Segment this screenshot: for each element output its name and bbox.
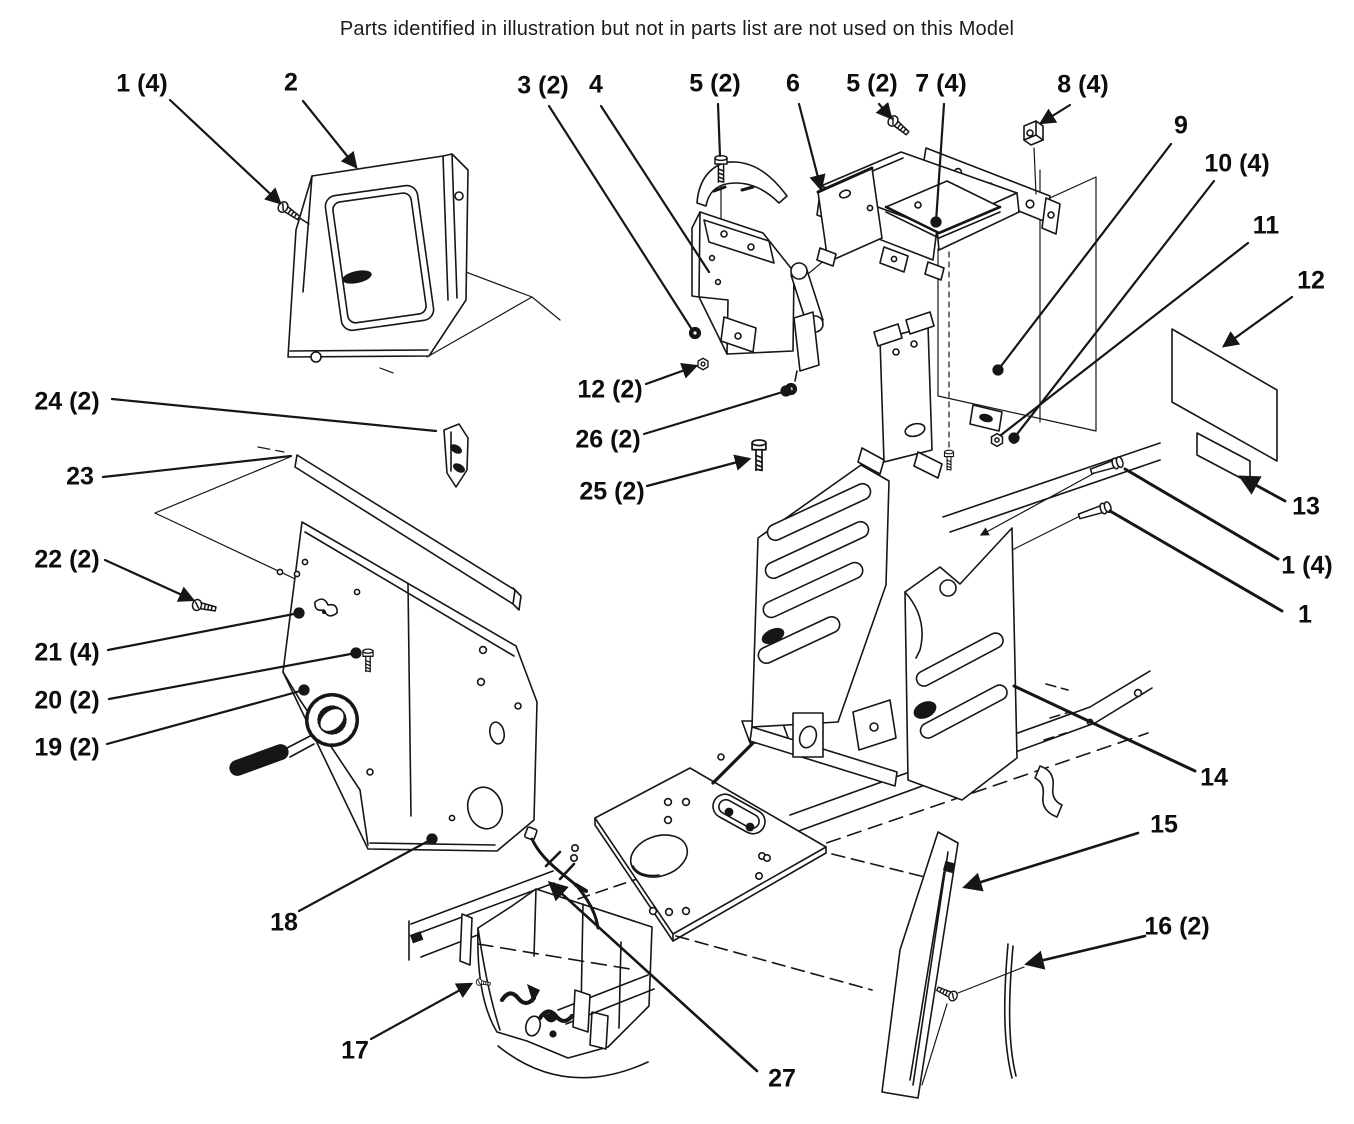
leader-line-6 <box>797 102 826 192</box>
callout-label-12: 12 <box>1297 266 1325 295</box>
decal-12 <box>1171 328 1278 462</box>
leader-line-22-2 <box>103 558 196 602</box>
callout-label-4: 4 <box>589 70 603 99</box>
console-panel-14 <box>792 527 1018 801</box>
handle <box>229 734 315 776</box>
louvered-shield <box>749 464 898 787</box>
rear-panel-15 <box>881 831 959 1099</box>
leader-line-3-2 <box>547 104 693 330</box>
grille-vent <box>305 693 359 747</box>
trim-strip-23 <box>294 454 522 611</box>
callout-label-24-2: 24 (2) <box>34 387 100 416</box>
square-nut-8 <box>1023 120 1044 146</box>
latch-24 <box>443 423 469 488</box>
leader-line-15 <box>962 831 1140 892</box>
leader-line-26-2 <box>642 385 792 436</box>
floor-pan <box>569 720 827 942</box>
leader-line-10-4 <box>1008 179 1216 444</box>
callout-label-15: 15 <box>1150 810 1178 839</box>
leader-line-2 <box>301 99 358 169</box>
callout-label-22-2: 22 (2) <box>34 545 100 574</box>
leader-line-23 <box>101 454 293 479</box>
leader-line-25-2 <box>645 454 752 488</box>
callout-label-16-2: 16 (2) <box>1144 912 1210 941</box>
leader-line-12-2 <box>644 362 699 386</box>
leader-line-4 <box>599 104 711 274</box>
leader-line-5-2-a <box>716 102 722 158</box>
page-note: Parts identified in illustration but not… <box>339 18 1015 40</box>
strip-16 <box>1003 943 1017 1079</box>
callout-label-20-2: 20 (2) <box>34 686 100 715</box>
leader-line-5-2-b <box>875 101 893 120</box>
support-bracket-4 <box>691 161 795 355</box>
callout-label-5-2-a: 5 (2) <box>689 69 741 98</box>
callout-label-1-4-a: 1 (4) <box>116 69 168 98</box>
leader-line-21-4 <box>106 607 305 652</box>
callout-label-8-4: 8 (4) <box>1057 70 1109 99</box>
tray-support-bracket <box>857 311 1003 479</box>
panel-door-2 <box>287 153 469 363</box>
callout-label-2: 2 <box>284 68 298 97</box>
hinge-assembly <box>790 262 824 382</box>
leader-line-14 <box>1012 684 1197 773</box>
battery-tray-6 <box>816 147 1061 281</box>
leader-line-20-2 <box>107 647 362 701</box>
callout-label-12-2: 12 (2) <box>577 375 643 404</box>
callout-label-5-2-b: 5 (2) <box>846 69 898 98</box>
leader-line-8-4 <box>1038 103 1072 125</box>
callout-label-6: 6 <box>786 69 800 98</box>
leader-line-1-4-b <box>1123 467 1280 561</box>
callout-label-10-4: 10 (4) <box>1204 149 1270 178</box>
side-panel-18 <box>229 521 538 852</box>
leader-line-7-4 <box>930 102 946 228</box>
wire-harness <box>524 826 600 930</box>
callout-label-14: 14 <box>1200 763 1228 792</box>
leader-line-16-2 <box>1024 934 1147 970</box>
callout-label-9: 9 <box>1174 111 1188 140</box>
leader-line-13 <box>1238 475 1287 503</box>
leader-line-17 <box>369 982 474 1041</box>
callout-label-23: 23 <box>66 462 94 491</box>
callout-label-7-4: 7 (4) <box>915 69 967 98</box>
panel-holes <box>276 558 522 830</box>
leader-lines <box>101 98 1294 1073</box>
leader-line-12 <box>1221 295 1294 348</box>
leader-line-27 <box>547 881 759 1073</box>
callout-label-1-4-b: 1 (4) <box>1281 551 1333 580</box>
callout-label-1: 1 <box>1298 600 1312 629</box>
callout-label-27: 27 <box>768 1064 796 1093</box>
callout-label-19-2: 19 (2) <box>34 733 100 762</box>
leader-line-9 <box>992 142 1173 376</box>
leader-line-18 <box>297 833 438 913</box>
front-support-assembly <box>459 888 655 1079</box>
leader-line-11 <box>999 241 1250 437</box>
leader-line-1-4-a <box>168 98 282 205</box>
callout-label-25-2: 25 (2) <box>579 477 645 506</box>
callout-label-13: 13 <box>1292 492 1320 521</box>
callout-label-3-2: 3 (2) <box>517 71 569 100</box>
callout-label-11: 11 <box>1252 211 1280 240</box>
wing-clip-21 <box>314 598 338 617</box>
callout-label-26-2: 26 (2) <box>575 425 641 454</box>
leader-line-19-2 <box>105 684 310 746</box>
callout-label-17: 17 <box>341 1036 369 1065</box>
leader-line-24-2 <box>110 397 438 433</box>
callout-label-21-4: 21 (4) <box>34 638 100 667</box>
callout-label-18: 18 <box>270 908 298 937</box>
pan-holes <box>569 797 771 917</box>
leader-line-1 <box>1108 509 1284 613</box>
